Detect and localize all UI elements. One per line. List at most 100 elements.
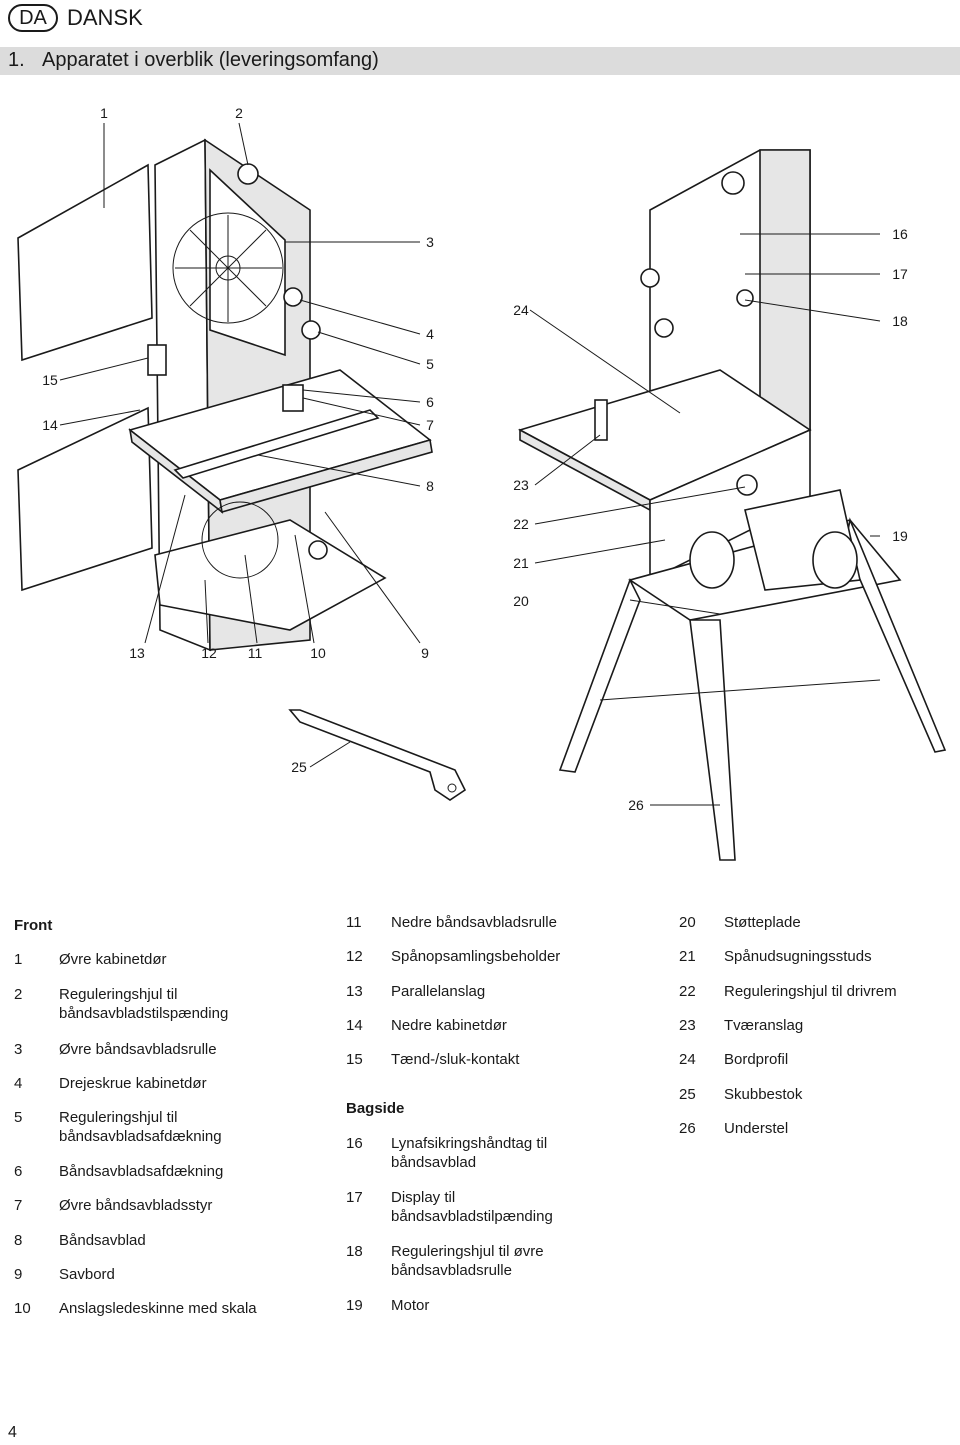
callout-16: 16: [892, 226, 908, 242]
legend-item-text-line: Båndsavbladsafdækning: [59, 1163, 224, 1180]
front-view-drawing: [17, 138, 433, 652]
legend-item-text-line: Anslagsledeskinne med skala: [59, 1300, 257, 1317]
legend-item-number: 24: [679, 1051, 696, 1068]
legend-item-text: Båndsavblad: [59, 1231, 146, 1250]
callout-26: 26: [628, 797, 644, 813]
legend-item-number: 7: [14, 1197, 23, 1214]
legend-item-number: 20: [679, 914, 696, 931]
callout-12: 12: [201, 645, 217, 661]
legend-item-text: Savbord: [59, 1265, 115, 1284]
legend-item-text: Parallelanslag: [391, 982, 485, 1001]
legend-item-number: 2: [14, 986, 23, 1003]
callout-5: 5: [426, 356, 434, 372]
callout-17: 17: [892, 266, 908, 282]
legend-item-text-line: Motor: [391, 1297, 430, 1314]
legend-item-text-line: Tænd-/sluk-kontakt: [391, 1051, 520, 1068]
legend-item-number: 18: [346, 1243, 363, 1260]
bandsaw-overview-figure: 1 2 3 4 5 6 7 8 9 10 11 12 13 14 15 16 1…: [17, 105, 947, 861]
legend-item-text: Båndsavbladsafdækning: [59, 1162, 223, 1181]
callout-4: 4: [426, 326, 434, 342]
callout-19: 19: [892, 528, 908, 544]
legend-item-number: 15: [346, 1051, 363, 1068]
legend-item-text-line: båndsavbladstilpænding: [391, 1208, 553, 1225]
legend-item-text-line: Nedre båndsavbladsrulle: [391, 914, 557, 931]
callout-22: 22: [513, 516, 529, 532]
legend-item-text: Spånopsamlingsbeholder: [391, 947, 560, 966]
front-heading: Front: [14, 917, 53, 934]
callout-numbers: 1 2 3 4 5 6 7 8 9 10 11 12 13 14 15 16 1…: [42, 105, 908, 813]
legend-item-text-line: Nedre kabinetdør: [391, 1017, 507, 1034]
legend-item-number: 11: [346, 914, 362, 931]
legend-item-number: 3: [14, 1041, 23, 1058]
legend-item-text-line: Båndsavblad: [59, 1232, 146, 1249]
back-heading: Bagside: [346, 1100, 405, 1117]
push-stick-drawing: [288, 709, 467, 801]
callout-20: 20: [513, 593, 529, 609]
legend-item-text: Reguleringshjul til drivrem: [724, 982, 897, 1001]
legend-item-number: 25: [679, 1086, 696, 1103]
callout-3: 3: [426, 234, 434, 250]
legend-item-text-line: Øvre kabinetdør: [59, 951, 167, 968]
legend-item-number: 12: [346, 948, 363, 965]
section-number: 1.: [8, 49, 25, 71]
legend-item-text: Motor: [391, 1296, 429, 1315]
callout-7: 7: [426, 417, 434, 433]
legend-item-text: Nedre båndsavbladsrulle: [391, 913, 557, 932]
legend-item-text: Nedre kabinetdør: [391, 1016, 507, 1035]
callout-6: 6: [426, 394, 434, 410]
legend-item-text-line: Støtteplade: [724, 914, 801, 931]
legend-item-text-line: Bordprofil: [724, 1051, 789, 1068]
legend-item-text: Øvre båndsavbladsrulle: [59, 1040, 217, 1059]
legend-item-number: 16: [346, 1135, 363, 1152]
legend-item-text-line: Savbord: [59, 1266, 115, 1283]
legend-item-number: 10: [14, 1300, 31, 1317]
legend-item-number: 13: [346, 983, 363, 1000]
callout-24: 24: [513, 302, 529, 318]
legend-item-text-line: båndsavbladstilspænding: [59, 1005, 229, 1022]
legend-item-number: 5: [14, 1109, 23, 1126]
legend-item-number: 14: [346, 1017, 363, 1034]
legend-item-number: 26: [679, 1120, 696, 1137]
legend-item-text-line: Parallelanslag: [391, 983, 486, 1000]
legend-item-number: 22: [679, 983, 696, 1000]
callout-15: 15: [42, 372, 58, 388]
legend-item-text: Øvre båndsavbladsstyr: [59, 1196, 212, 1215]
legend-item-text: Tænd-/sluk-kontakt: [391, 1050, 519, 1069]
legend-item-text-line: Reguleringshjul til drivrem: [724, 983, 897, 1000]
page-number: 4: [8, 1424, 17, 1441]
legend-item-text-line: båndsavbladsrulle: [391, 1262, 512, 1279]
legend-item-number: 6: [14, 1163, 23, 1180]
language-code-badge: DA: [8, 4, 58, 32]
callout-14: 14: [42, 417, 58, 433]
language-name: DANSK: [67, 5, 143, 30]
legend-item-text: Understel: [724, 1119, 788, 1138]
callout-23: 23: [513, 477, 529, 493]
legend-item-text-line: Understel: [724, 1120, 789, 1137]
legend-item-text-line: Spånudsugningsstuds: [724, 948, 872, 965]
callout-25: 25: [291, 759, 307, 775]
legend-item-number: 8: [14, 1232, 23, 1249]
legend-item-number: 19: [346, 1297, 363, 1314]
legend-item-text: Spånudsugningsstuds: [724, 947, 872, 966]
callout-11: 11: [248, 645, 263, 661]
legend-item-text-line: Drejeskrue kabinetdør: [59, 1075, 207, 1092]
callout-8: 8: [426, 478, 434, 494]
legend-item-text-line: Lynafsikringshåndtag til: [391, 1135, 548, 1152]
legend-item-text: Tværanslag: [724, 1016, 803, 1035]
legend-item-number: 17: [346, 1189, 363, 1206]
callout-9: 9: [421, 645, 429, 661]
legend-item-text-line: Tværanslag: [724, 1017, 804, 1034]
legend-item-text: Øvre kabinetdør: [59, 950, 167, 969]
legend-item-text: Drejeskrue kabinetdør: [59, 1074, 207, 1093]
legend-item-text-line: Reguleringshjul til: [59, 1109, 178, 1126]
legend-item-text: Bordprofil: [724, 1050, 788, 1069]
callout-21: 21: [513, 555, 529, 571]
legend-item-text-line: Øvre båndsavbladsrulle: [59, 1041, 217, 1058]
callout-leaders: [59, 122, 881, 806]
legend-item-number: 21: [679, 948, 696, 965]
